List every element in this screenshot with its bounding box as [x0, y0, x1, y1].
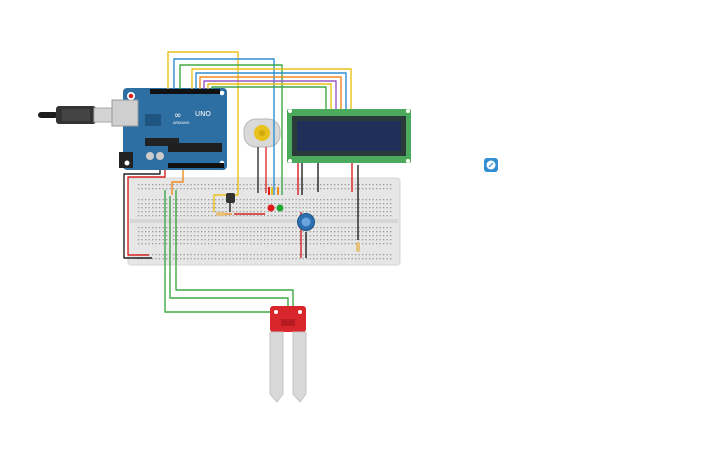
potentiometer-icon[interactable]	[297, 213, 315, 231]
potentiometer-small-icon[interactable]	[484, 158, 498, 172]
wires[interactable]	[123, 51, 359, 313]
arduino-brand-text: ARDUINO	[173, 121, 190, 125]
svg-text:∞: ∞	[174, 111, 182, 121]
resistor[interactable]	[216, 212, 226, 216]
led-red[interactable]	[267, 187, 275, 212]
lcd-16x2-display[interactable]	[287, 109, 411, 163]
resistor-lcd[interactable]	[356, 242, 360, 252]
arduino-uno-board[interactable]: ∞ UNO ARDUINO	[111, 88, 227, 170]
dc-motor-icon[interactable]	[243, 118, 281, 193]
led-green[interactable]	[276, 187, 284, 212]
soil-moisture-sensor[interactable]	[269, 306, 307, 403]
transistor[interactable]	[226, 193, 235, 203]
arduino-logo-text: UNO	[195, 110, 211, 118]
breadboard-holes	[138, 184, 392, 260]
usb-cable-icon[interactable]	[38, 106, 115, 124]
breadboard[interactable]	[127, 177, 401, 266]
